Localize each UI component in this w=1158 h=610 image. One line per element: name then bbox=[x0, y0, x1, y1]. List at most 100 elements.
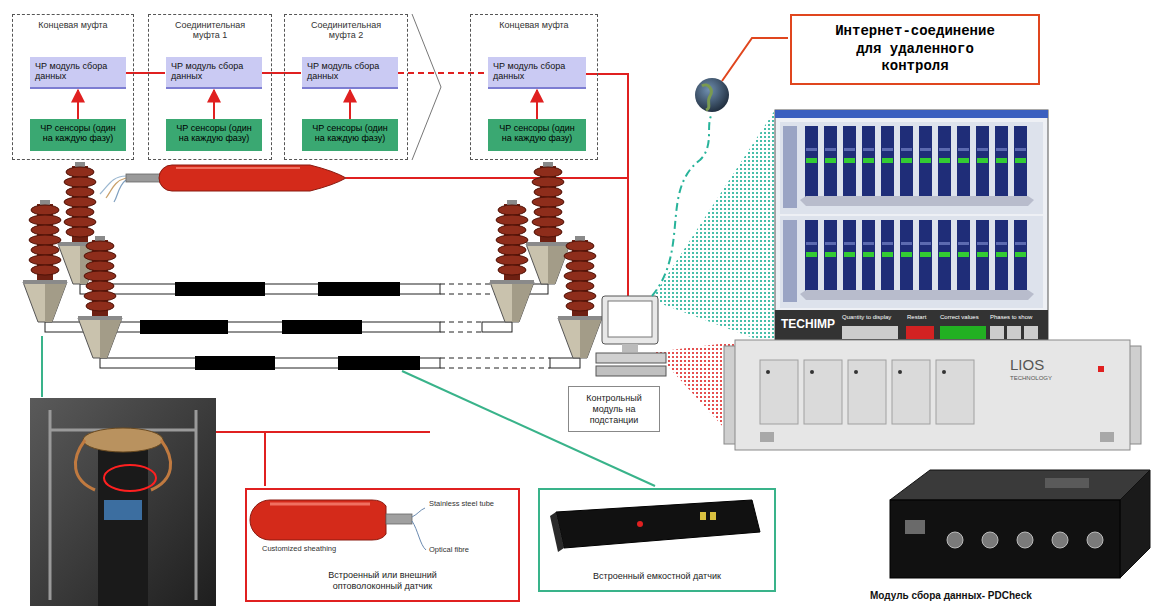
screen-text: Phases to show bbox=[990, 314, 1032, 321]
cable-termination bbox=[78, 236, 122, 358]
capacitive-sensor-picture bbox=[550, 500, 760, 552]
monitoring-screen bbox=[843, 220, 856, 292]
monitoring-screen bbox=[775, 110, 1048, 346]
monitoring-screen bbox=[938, 126, 951, 198]
signal-wire bbox=[536, 90, 538, 119]
fiber-sensor-picture bbox=[386, 514, 412, 524]
temperature-unit bbox=[735, 340, 1130, 450]
fiber-sensor-picture bbox=[412, 521, 426, 550]
screen-text: Quantity to display bbox=[842, 314, 891, 321]
computer bbox=[655, 342, 735, 440]
data-acquisition-unit bbox=[1087, 532, 1103, 548]
termination-photo bbox=[30, 398, 216, 606]
computer bbox=[596, 366, 666, 376]
fiber-wire bbox=[346, 177, 628, 179]
temperature-unit bbox=[936, 360, 974, 424]
cable-joint bbox=[140, 320, 228, 334]
computer bbox=[651, 110, 775, 346]
signal-wire bbox=[398, 72, 487, 74]
termination-photo bbox=[83, 428, 163, 452]
globe-icon bbox=[702, 85, 711, 110]
monitoring-screen bbox=[1007, 326, 1021, 339]
data-acquisition-unit bbox=[890, 470, 1150, 500]
monitoring-screen bbox=[800, 196, 1034, 206]
module-box: ЧР модуль сбора данных bbox=[166, 57, 262, 89]
globe-icon bbox=[695, 78, 729, 112]
node-text: ЧР сенсоры (один на каждую фазу) bbox=[493, 123, 581, 144]
capacitive-sensor-picture bbox=[550, 512, 564, 552]
monitoring-screen bbox=[862, 220, 875, 292]
monitoring-screen bbox=[843, 126, 856, 198]
monitoring-screen bbox=[881, 220, 894, 292]
sensor-frame: Встроенный или внешний оптоволоконный да… bbox=[245, 488, 520, 602]
data-acquisition-unit bbox=[905, 520, 925, 534]
joint-frame: Концевая муфтаЧР модуль сбора данныхЧР с… bbox=[470, 14, 598, 160]
monitoring-screen bbox=[957, 220, 970, 292]
module-box: ЧР модуль сбора данных bbox=[30, 57, 126, 89]
data-acquisition-unit bbox=[1045, 478, 1089, 488]
monitoring-screen bbox=[783, 220, 797, 302]
monitoring-screen bbox=[976, 220, 989, 292]
monitoring-screen bbox=[1024, 326, 1038, 339]
node-text: Соединительная муфта 2 bbox=[310, 20, 382, 41]
data-acquisition-unit bbox=[1017, 532, 1033, 548]
monitoring-screen bbox=[957, 126, 970, 198]
monitoring-screen bbox=[995, 220, 1008, 292]
internet-link bbox=[722, 38, 788, 81]
monitoring-screen bbox=[842, 326, 898, 339]
temperature-unit bbox=[766, 370, 770, 374]
joint-frame: Соединительная муфта 1ЧР модуль сбора да… bbox=[148, 14, 272, 160]
data-acquisition-unit bbox=[890, 500, 1120, 578]
capacitive-sensor-picture bbox=[556, 500, 760, 548]
signal-wire bbox=[77, 90, 79, 119]
monitoring-screen bbox=[824, 220, 837, 292]
leader-line bbox=[402, 371, 655, 486]
monitoring-screen bbox=[1014, 220, 1027, 292]
node-text: Встроенный емкостной датчик bbox=[593, 571, 721, 582]
node-text: ЧР сенсоры (один на каждую фазу) bbox=[171, 123, 257, 144]
computer bbox=[622, 344, 638, 352]
sensor-box: ЧР сенсоры (один на каждую фазу) bbox=[302, 119, 398, 151]
data-acquisition-unit bbox=[1052, 532, 1068, 548]
monitoring-screen bbox=[780, 122, 1043, 214]
sensor-box: ЧР сенсоры (один на каждую фазу) bbox=[488, 119, 586, 151]
cable-termination bbox=[23, 200, 67, 322]
cable-joint bbox=[140, 282, 420, 370]
signal-wire bbox=[349, 90, 351, 119]
temperature-unit bbox=[724, 340, 1141, 450]
monitoring-screen bbox=[900, 126, 913, 198]
monitoring-screen bbox=[780, 216, 1043, 308]
logo-text: TECHIMP bbox=[781, 318, 835, 332]
note-box: Интернет-соединение для удаленного контр… bbox=[790, 14, 1040, 85]
data-acquisition-unit bbox=[1120, 470, 1150, 578]
data-acquisition-unit bbox=[947, 532, 963, 548]
monitoring-screen bbox=[919, 220, 932, 292]
monitoring-screen bbox=[775, 110, 1048, 346]
node-text: Интернет-соединение для удаленного контр… bbox=[820, 23, 1010, 76]
temperature-unit bbox=[898, 370, 902, 374]
monitoring-screen bbox=[775, 110, 1048, 118]
cable-joint bbox=[318, 282, 400, 296]
monitoring-screen bbox=[783, 126, 797, 208]
logo-text: LIOS bbox=[1010, 356, 1044, 373]
module-box: ЧР модуль сбора данных bbox=[488, 57, 586, 89]
temperature-unit bbox=[1098, 366, 1104, 372]
computer bbox=[596, 353, 666, 363]
logo-text: TECHNOLOGY bbox=[1010, 375, 1052, 382]
sensor-box: ЧР сенсоры (один на каждую фазу) bbox=[30, 119, 126, 151]
monitoring-screen bbox=[881, 126, 894, 198]
monitoring-screen bbox=[800, 290, 1034, 300]
fiber-sensor-picture bbox=[250, 500, 426, 550]
temperature-unit bbox=[942, 370, 946, 374]
temperature-unit bbox=[892, 360, 930, 424]
node-text: Концевая муфта bbox=[23, 20, 123, 30]
cable-joint bbox=[195, 356, 275, 370]
temperature-unit bbox=[760, 360, 798, 424]
screen-text: Restart bbox=[907, 314, 926, 321]
fiber-sensor-picture bbox=[114, 180, 126, 202]
sensor-frame: Встроенный емкостной датчик bbox=[538, 488, 776, 592]
